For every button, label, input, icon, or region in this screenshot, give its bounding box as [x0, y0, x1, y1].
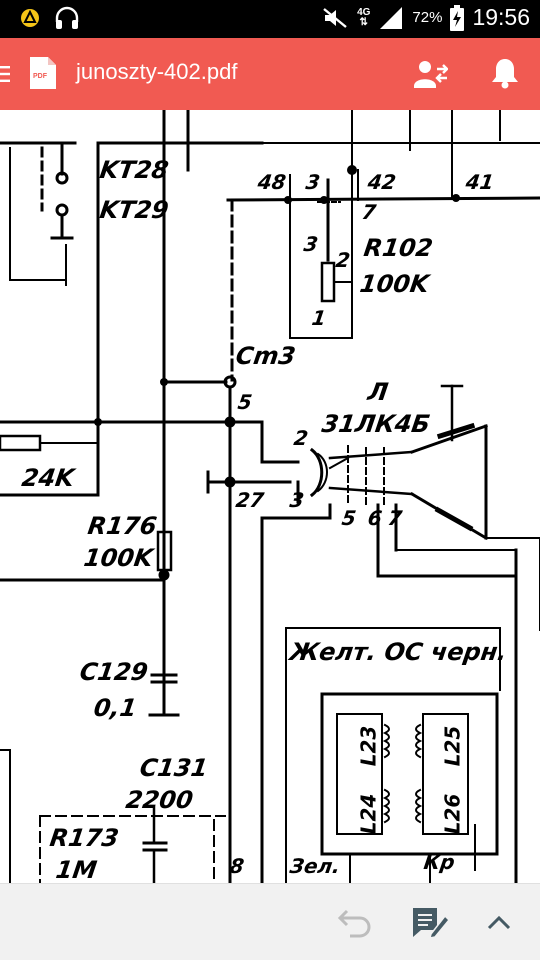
label-r173: R173 — [48, 824, 121, 852]
label-ct3: Cm3 — [234, 342, 298, 370]
label-pin-48: 48 — [256, 170, 288, 194]
label-l24: L24 — [356, 793, 381, 835]
label-pin-41: 41 — [464, 170, 496, 194]
bottom-toolbar — [0, 883, 540, 960]
signal-icon — [380, 6, 403, 29]
pdf-page-viewport[interactable]: KT28 KT29 48 3 42 41 7 3 2 R102 100K 1 C… — [0, 110, 540, 883]
label-yoke-wires: Желт. ОС черн. — [288, 638, 509, 666]
label-kr: Кр — [422, 850, 457, 874]
label-l23: L23 — [356, 725, 381, 767]
label-r176-value: 100K — [82, 544, 155, 572]
label-c131: C131 — [138, 754, 210, 782]
label-kt29: KT29 — [98, 196, 171, 224]
pdf-badge-text: PDF — [33, 73, 48, 80]
status-bar: 4G ⇅ 72% 19:56 — [0, 0, 540, 38]
label-pin-3a: 3 — [304, 170, 322, 194]
mute-icon — [323, 7, 347, 28]
share-user-icon[interactable] — [414, 58, 448, 90]
label-pin-6: 6 — [366, 506, 384, 530]
label-pin-2b: 2 — [292, 426, 310, 450]
label-pin-3c: 3 — [288, 488, 306, 512]
label-pin-42: 42 — [366, 170, 398, 194]
label-l25: L25 — [440, 725, 465, 767]
annotate-icon[interactable] — [409, 904, 449, 940]
label-r102-value: 100K — [358, 270, 431, 298]
headphones-icon — [55, 6, 79, 29]
label-l26: L26 — [440, 793, 465, 835]
battery-charging-icon — [450, 4, 465, 31]
label-r173-value: 1M — [54, 856, 99, 883]
notification-bell-icon[interactable] — [490, 57, 520, 89]
label-resistor-24k: 24K — [20, 464, 76, 492]
undo-icon[interactable] — [334, 904, 374, 940]
label-lamp-ref: Л — [366, 378, 390, 406]
label-pin-3b: 3 — [302, 232, 320, 256]
label-pin-7a: 7 — [360, 200, 378, 224]
label-r102: R102 — [362, 234, 435, 262]
label-pin-8: 8 — [228, 854, 246, 878]
schematic-drawing — [0, 110, 540, 883]
label-pin-2a: 2 — [334, 248, 352, 272]
label-c129: C129 — [78, 658, 150, 686]
menu-icon[interactable] — [0, 66, 10, 82]
label-lamp-type: 31ЛК4Б — [320, 410, 432, 438]
label-pin-1: 1 — [310, 306, 328, 330]
clock-time: 19:56 — [472, 4, 530, 30]
battery-percent: 72% — [412, 9, 443, 26]
document-title: junoszty-402.pdf — [76, 59, 238, 84]
status-left-icons — [20, 6, 80, 30]
label-pin-27: 27 — [234, 488, 266, 512]
label-kt28: KT28 — [98, 156, 171, 184]
chevron-up-icon[interactable] — [481, 906, 517, 938]
label-pin-5a: 5 — [236, 390, 254, 414]
pdf-file-icon: PDF — [30, 57, 56, 89]
label-zel: Зел. — [288, 854, 342, 878]
app-bar: PDF junoszty-402.pdf — [0, 38, 540, 110]
status-right-icons: 4G ⇅ 72% 19:56 — [321, 4, 530, 31]
label-pin-7b: 7 — [386, 506, 404, 530]
label-pin-5b: 5 — [340, 506, 358, 530]
alert-icon — [21, 9, 39, 27]
label-c131-value: 2200 — [124, 786, 195, 814]
label-c129-value: 0,1 — [92, 694, 139, 722]
label-r176: R176 — [86, 512, 159, 540]
network-type: 4G ⇅ — [357, 6, 371, 28]
